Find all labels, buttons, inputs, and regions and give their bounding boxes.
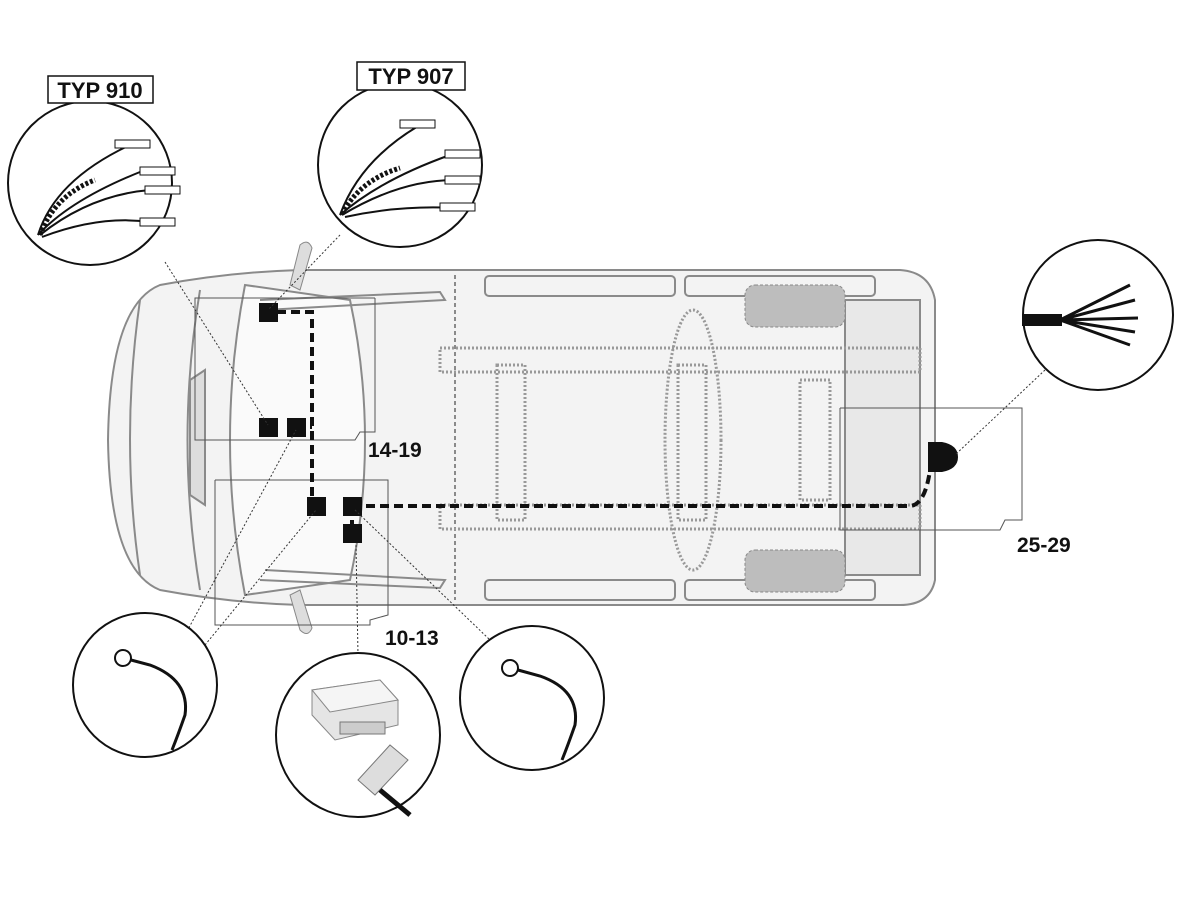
- bracket-lines: [194, 297, 1023, 626]
- range-label-10-13: 10-13: [385, 627, 439, 650]
- connector-5: [343, 497, 362, 516]
- detail-control-module: [275, 652, 441, 818]
- connector-6: [343, 524, 362, 543]
- range-label-14-19: 14-19: [368, 439, 422, 462]
- van-body: [106, 269, 936, 606]
- detail-typ-910: TYP 910: [7, 75, 181, 266]
- detail-typ-907: TYP 907: [317, 61, 483, 248]
- typ-907-label: TYP 907: [368, 64, 453, 89]
- mirror-top: [289, 241, 313, 291]
- mirror-bottom: [289, 589, 313, 634]
- leader-lines: [164, 234, 1046, 656]
- chassis-frame: [438, 308, 922, 572]
- connector-2: [259, 418, 278, 437]
- trailer-socket-icon: [928, 442, 958, 472]
- range-label-25-29: 25-29: [1017, 534, 1071, 557]
- connector-1: [259, 303, 278, 322]
- typ-910-label: TYP 910: [57, 78, 142, 103]
- connectors: [259, 303, 362, 543]
- connector-4: [307, 497, 326, 516]
- detail-ground-eyelet-left: [72, 612, 218, 758]
- detail-ground-eyelet-right: [459, 625, 605, 771]
- detail-rear-cable: [1022, 239, 1174, 391]
- rear-wheel-bottom: [744, 549, 846, 593]
- rear-wheel-top: [744, 284, 846, 328]
- connector-3: [287, 418, 306, 437]
